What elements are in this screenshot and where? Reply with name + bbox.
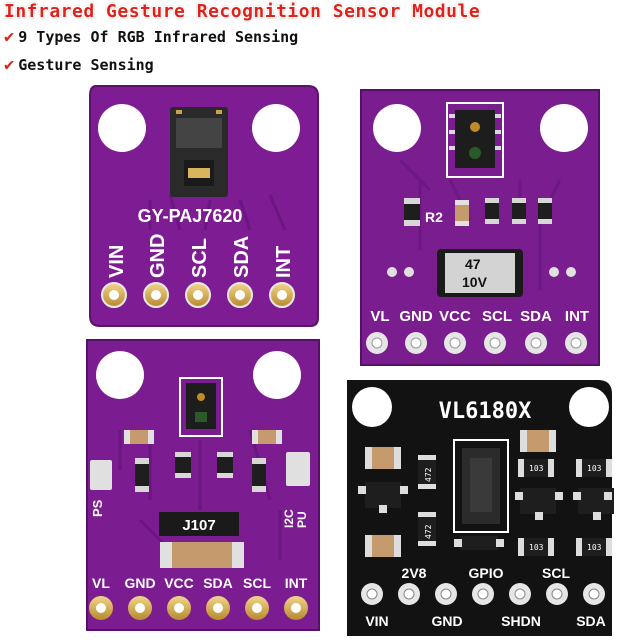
pin-label-scl: SCL — [482, 308, 512, 325]
pin-label-gnd: GND — [431, 613, 462, 629]
feature-text: Gesture Sensing — [18, 56, 154, 74]
feature-text: 9 Types Of RGB Infrared Sensing — [18, 28, 299, 46]
jumper-label: J107 — [182, 517, 215, 534]
mounting-hole — [252, 104, 300, 152]
pin-label-2v8: 2V8 — [402, 565, 427, 581]
pin-label-vcc: VCC — [164, 575, 194, 591]
checkmark-icon: ✔ — [4, 27, 15, 47]
cap-value: 47 — [465, 256, 481, 272]
mounting-hole — [352, 387, 392, 427]
sensor-chip — [455, 110, 495, 168]
pin-label-gpio: GPIO — [468, 565, 503, 581]
smd-components — [387, 198, 576, 277]
resistor-mark: 103 — [529, 543, 544, 552]
sensor-chip — [186, 383, 216, 429]
feature-item: ✔9 Types Of RGB Infrared Sensing — [4, 27, 298, 47]
pin-label-int: INT — [565, 308, 589, 325]
mounting-hole — [253, 351, 301, 399]
resistor-mark: 472 — [424, 467, 433, 482]
pin-header — [366, 332, 587, 354]
mounting-hole — [98, 104, 146, 152]
pin-label-vin: VIN — [106, 245, 128, 278]
board-apds-bottom-left: J107 PS I2C PU VL GND VCC SDA SCL INT — [86, 339, 320, 631]
pin-label-vl: VL — [370, 308, 389, 325]
mounting-hole — [373, 104, 421, 152]
feature-item: ✔Gesture Sensing — [4, 55, 154, 75]
pin-label-gnd: GND — [147, 234, 169, 278]
pin-label-shdn: SHDN — [501, 613, 541, 629]
pin-label-gnd: GND — [399, 308, 433, 325]
i2c-label: I2C — [282, 509, 296, 528]
pin-label-vin: VIN — [365, 613, 388, 629]
pin-label-sda: SDA — [576, 613, 606, 629]
cap-voltage: 10V — [462, 274, 488, 290]
smd-components — [358, 430, 614, 557]
board-apds-top-right: R2 47 10V VL GND VCC SCL SDA INT — [360, 89, 600, 366]
pin-label-sda: SDA — [231, 236, 253, 278]
pin-label-gnd: GND — [124, 575, 155, 591]
board-paj7620: GY-PAJ7620 VIN GND SCL SDA INT — [89, 85, 319, 327]
page-title: Infrared Gesture Recognition Sensor Modu… — [4, 1, 481, 22]
pin-label-int: INT — [285, 575, 308, 591]
pin-label-sda: SDA — [203, 575, 233, 591]
ps-label: PS — [90, 499, 105, 517]
model-label: GY-PAJ7620 — [138, 206, 243, 226]
pin-label-vl: VL — [92, 575, 110, 591]
board-vl6180x: VL6180X 472 472 103 103 103 103 — [347, 380, 614, 636]
pin-label-scl: SCL — [243, 575, 271, 591]
resistor-mark: 103 — [587, 543, 602, 552]
pin-header — [361, 583, 605, 605]
pu-label: PU — [295, 511, 309, 528]
pin-label-sda: SDA — [520, 308, 552, 325]
pin-label-scl: SCL — [542, 565, 570, 581]
silk-r2: R2 — [425, 209, 443, 225]
pin-header — [101, 282, 295, 308]
pin-header — [89, 596, 308, 620]
model-label: VL6180X — [439, 399, 532, 424]
mounting-hole — [96, 351, 144, 399]
pin-label-scl: SCL — [189, 238, 211, 278]
pin-label-int: INT — [273, 246, 295, 278]
resistor-mark: 472 — [424, 524, 433, 539]
mounting-hole — [540, 104, 588, 152]
resistor-mark: 103 — [529, 464, 544, 473]
smd-components — [90, 430, 310, 568]
resistor-mark: 103 — [587, 464, 602, 473]
pin-label-vcc: VCC — [439, 308, 471, 325]
checkmark-icon: ✔ — [4, 55, 15, 75]
mounting-hole — [569, 387, 609, 427]
